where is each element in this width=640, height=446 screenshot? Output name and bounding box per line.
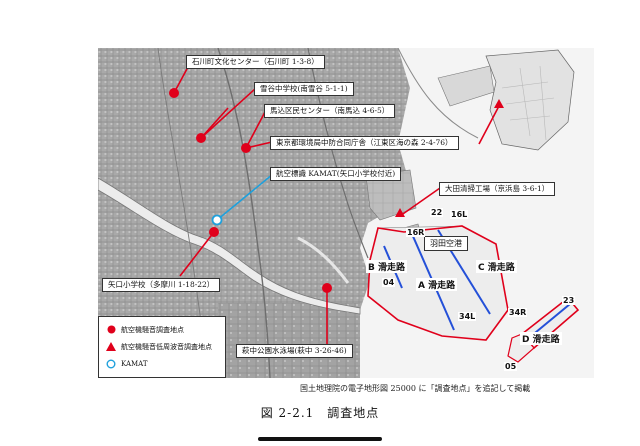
runway-number-05: 05: [504, 362, 518, 371]
runway-number-22: 22: [430, 208, 444, 217]
label-haginaka-pool: 萩中公園水泳場(萩中 3-26-46): [236, 344, 353, 358]
canal: [297, 236, 350, 284]
low-frequency-site-ota-marker: [395, 208, 405, 217]
legend-row-low-frequency: 航空機騒音低周波音調査地点: [105, 338, 219, 355]
label-magome-community-center: 馬込区民センター（南馬込 4-6-5）: [264, 104, 396, 118]
noise-site-magome-marker: [241, 143, 251, 153]
red-triangle-icon: [105, 341, 117, 353]
map-legend: 航空機騒音調査地点 航空機騒音低周波音調査地点 KAMAT: [98, 316, 226, 378]
figure-caption: 図 2-2.1 調査地点: [260, 406, 380, 420]
survey-map: 石川町文化センター（石川町 1-3-8） 雪谷中学校(南雪谷 5-1-1) 馬込…: [98, 48, 594, 378]
road-west: [157, 48, 209, 378]
airport-boundary: [367, 225, 509, 341]
runway-number-16l: 16L: [450, 210, 469, 219]
legend-noise-label: 航空機騒音調査地点: [121, 325, 184, 334]
runway-number-34r: 34R: [508, 308, 528, 317]
leader-ota: [399, 187, 441, 217]
map-source-note: 国土地理院の電子地形図 25000 に「調査地点」を追記して掲載: [300, 384, 531, 393]
runway-b-label: B 滑走路: [366, 260, 407, 273]
road-bay: [397, 48, 479, 139]
kamat-marker: [211, 214, 223, 226]
rail-line: [217, 48, 271, 378]
leader-kamat: [216, 173, 274, 221]
tama-river: [98, 177, 361, 315]
runway-number-34l: 34L: [458, 312, 477, 321]
legend-row-kamat: KAMAT: [105, 355, 219, 372]
airport-name: 羽田空港: [424, 236, 468, 251]
leader-yukigaya-b: [200, 107, 229, 139]
noise-site-yukigaya-marker: [196, 133, 206, 143]
island-roads: [501, 65, 555, 141]
runway-d-label: D 滑走路: [520, 332, 562, 345]
noise-site-yaguchi-marker: [209, 227, 219, 237]
runway-c-label: C 滑走路: [476, 260, 517, 273]
noise-site-haginaka-marker: [322, 283, 332, 293]
runway-a-label: A 滑走路: [416, 278, 458, 291]
land-area-south: [218, 303, 360, 378]
legend-low-frequency-label: 航空機騒音低周波音調査地点: [121, 342, 212, 351]
legend-row-noise: 航空機騒音調査地点: [105, 321, 219, 338]
legend-kamat-label: KAMAT: [121, 359, 148, 368]
runway-number-23: 23: [562, 296, 576, 305]
label-tokyo-environment-bureau: 東京都環境局中防合同庁舎（江東区海の森 2-4-76）: [270, 136, 459, 150]
home-indicator-bar: [258, 437, 382, 441]
label-ishikawa-cultural-center: 石川町文化センター（石川町 1-3-8）: [186, 55, 325, 69]
low-frequency-site-tokyo-env-marker: [494, 99, 504, 108]
blue-ring-icon: [105, 358, 117, 370]
runway-number-04: 04: [382, 278, 396, 287]
noise-site-ishikawa-marker: [169, 88, 179, 98]
leader-magome: [245, 109, 267, 149]
label-yaguchi-elementary: 矢口小学校（多摩川 1-18-22）: [102, 278, 221, 292]
leader-tokyo-env: [478, 105, 500, 145]
label-kamat-beacon: 航空標識 KAMAT(矢口小学校付近): [270, 167, 402, 181]
island-central-breakwater: [437, 65, 495, 107]
red-dot-icon: [105, 324, 117, 336]
label-yukigaya-junior-high: 雪谷中学校(南雪谷 5-1-1): [254, 82, 354, 96]
leader-lines: [173, 66, 500, 344]
leader-yaguchi: [179, 231, 215, 277]
runway-number-16r: 16R: [406, 228, 426, 237]
label-ota-cleaning-plant: 大田清掃工場（京浜島 3-6-1）: [439, 182, 556, 196]
leader-yukigaya: [200, 87, 257, 139]
